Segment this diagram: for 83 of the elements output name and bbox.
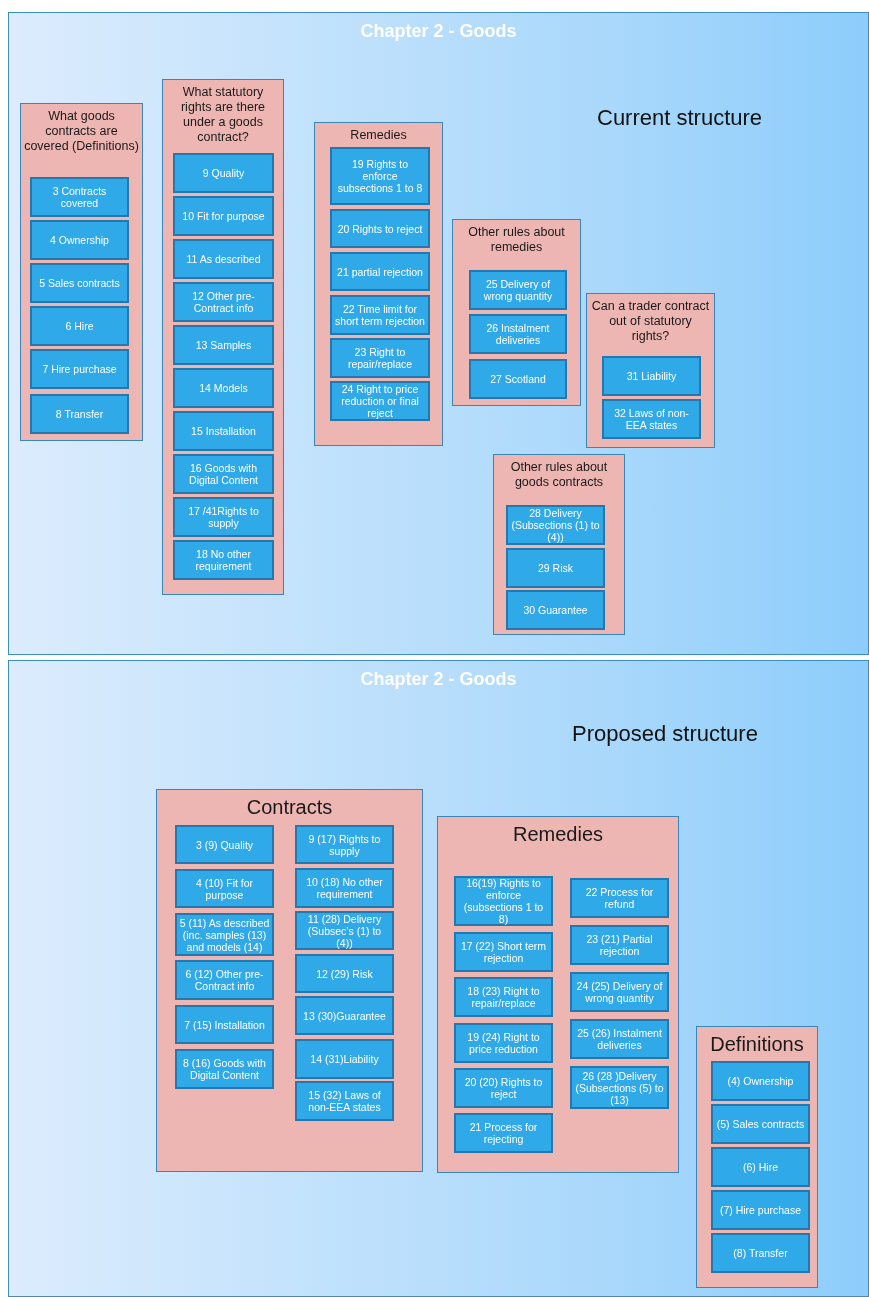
group-heading: Other rules about goods contracts (509, 460, 609, 490)
section-box: 7 (15) Installation (175, 1005, 274, 1044)
group-heading: Other rules about remedies (467, 225, 566, 255)
section-box: 29 Risk (506, 548, 605, 588)
section-box: 13 Samples (173, 325, 274, 365)
section-box: 22 Process for refund (570, 878, 669, 918)
group-heading: What statutory rights are there under a goods contract? (179, 85, 267, 145)
section-box: 12 (29) Risk (295, 954, 394, 993)
section-box: 3 Contracts covered (30, 177, 129, 217)
section-box: 6 (12) Other pre-Contract info (175, 960, 274, 1000)
section-box: 14 Models (173, 368, 274, 408)
section-box: 16 Goods with Digital Content (173, 454, 274, 494)
section-box: 25 (26) Instalment deliveries (570, 1019, 669, 1059)
section-box: 11 (28) Delivery (Subsec’s (1) to (4)) (295, 911, 394, 950)
section-box: 8 (16) Goods with Digital Content (175, 1049, 274, 1089)
section-box: 5 (11) As described (inc. samples (13) and models (14) (175, 913, 274, 956)
section-box: 15 (32) Laws of non-EEA states (295, 1081, 394, 1121)
section-panel (8, 12, 869, 655)
section-box: (4) Ownership (711, 1061, 810, 1101)
group-box (314, 122, 443, 446)
section-box: 17 /41Rights to supply (173, 497, 274, 537)
section-box: 5 Sales contracts (30, 263, 129, 303)
panel-title: Chapter 2 - Goods (359, 669, 518, 690)
group-heading: What goods contracts are covered (Definitions) (24, 109, 139, 154)
section-box: 16(19) Rights to enforce (subsections 1 to 8) (454, 876, 553, 926)
group-heading: Contracts (245, 796, 334, 818)
group-heading: Definitions (709, 1033, 805, 1055)
section-box: 6 Hire (30, 306, 129, 346)
group-heading: Can a trader contract out of statutory rights? (590, 299, 711, 344)
group-box (586, 293, 715, 448)
group-box (437, 816, 679, 1173)
panel-title: Chapter 2 - Goods (359, 21, 518, 42)
section-box: 26 Instalment deliveries (469, 314, 567, 354)
section-box: 31 Liability (602, 356, 701, 396)
structure-label: Proposed structure (572, 721, 758, 747)
section-box: 22 Time limit for short term rejection (330, 295, 430, 335)
section-box: 4 (10) Fit for purpose (175, 869, 274, 908)
section-box: 14 (31)Liability (295, 1039, 394, 1079)
section-box: (5) Sales contracts (711, 1104, 810, 1144)
section-box: 18 No other requirement (173, 540, 274, 580)
section-box: (8) Transfer (711, 1233, 810, 1273)
group-box (452, 219, 581, 406)
section-box: 20 Rights to reject (330, 209, 430, 248)
section-box: 19 Rights to enforce subsections 1 to 8 (330, 147, 430, 205)
group-box (493, 454, 625, 635)
section-box: 10 Fit for purpose (173, 196, 274, 236)
section-box: 10 (18) No other requirement (295, 868, 394, 908)
section-box: 20 (20) Rights to reject (454, 1068, 553, 1108)
section-box: 3 (9) Quality (175, 825, 274, 864)
section-panel (8, 660, 869, 1297)
section-box: 21 Process for rejecting (454, 1113, 553, 1153)
group-box (156, 789, 423, 1172)
section-box: 23 Right to repair/replace (330, 338, 430, 378)
section-box: 18 (23) Right to repair/replace (454, 977, 553, 1017)
group-box (696, 1026, 818, 1288)
section-box: (7) Hire purchase (711, 1190, 810, 1230)
section-box: 4 Ownership (30, 220, 129, 260)
group-box (162, 79, 284, 595)
section-box: 12 Other pre-Contract info (173, 282, 274, 322)
section-box: 11 As described (173, 239, 274, 279)
section-box: 27 Scotland (469, 359, 567, 399)
group-heading: Remedies (511, 823, 604, 845)
section-box: 19 (24) Right to price reduction (454, 1023, 553, 1063)
section-box: 9 (17) Rights to supply (295, 825, 394, 864)
section-box: (6) Hire (711, 1147, 810, 1187)
section-box: 23 (21) Partial rejection (570, 925, 669, 965)
section-box: 32 Laws of non-EEA states (602, 399, 701, 439)
section-box: 25 Delivery of wrong quantity (469, 270, 567, 310)
group-box (20, 103, 143, 441)
group-heading: Remedies (349, 128, 408, 143)
section-box: 7 Hire purchase (30, 349, 129, 389)
section-box: 24 Right to price reduction or final reject (330, 381, 430, 421)
section-box: 26 (28 )Delivery (Subsections (5) to (13) (570, 1066, 669, 1109)
section-box: 15 Installation (173, 411, 274, 451)
section-box: 28 Delivery (Subsections (1) to (4)) (506, 505, 605, 545)
section-box: 21 partial rejection (330, 252, 430, 291)
section-box: 24 (25) Delivery of wrong quantity (570, 972, 669, 1012)
section-box: 30 Guarantee (506, 590, 605, 630)
section-box: 9 Quality (173, 153, 274, 193)
structure-label: Current structure (597, 105, 763, 131)
section-box: 13 (30)Guarantee (295, 996, 394, 1035)
section-box: 8 Transfer (30, 394, 129, 434)
section-box: 17 (22) Short term rejection (454, 932, 553, 972)
